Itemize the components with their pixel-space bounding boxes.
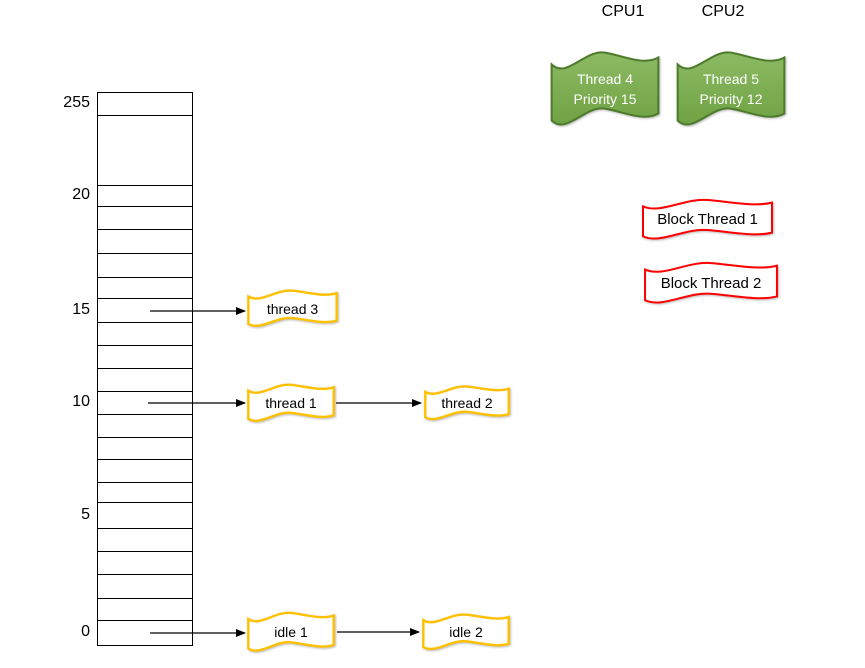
priority-row xyxy=(98,278,192,299)
priority-row xyxy=(98,552,192,575)
priority-row xyxy=(98,230,192,254)
priority-row xyxy=(98,599,192,621)
queue-node-label: thread 1 xyxy=(265,395,317,411)
priority-row xyxy=(98,186,192,207)
queue-node-label: idle 1 xyxy=(274,624,308,640)
running-thread-priority: Priority 15 xyxy=(573,91,637,107)
priority-row xyxy=(98,392,192,415)
blocked-thread-label: Block Thread 1 xyxy=(657,211,758,228)
priority-label-5: 5 xyxy=(81,506,90,523)
priority-row xyxy=(98,299,192,323)
priority-row xyxy=(98,460,192,483)
priority-row xyxy=(98,323,192,346)
priority-row xyxy=(98,415,192,438)
running-thread-cpu2: Thread 5 Priority 12 xyxy=(676,47,786,131)
blocked-thread-label: Block Thread 2 xyxy=(660,274,762,292)
priority-row xyxy=(98,529,192,552)
running-thread-label: Thread 4 Priority 15 xyxy=(550,47,660,131)
queue-node-label: idle 2 xyxy=(449,624,483,640)
priority-label-15: 15 xyxy=(72,301,90,318)
priority-row xyxy=(98,621,192,645)
priority-label-255: 255 xyxy=(63,94,90,111)
queue-node-thread3: thread 3 xyxy=(247,288,338,329)
blocked-thread-1: Block Thread 1 xyxy=(641,197,774,242)
queue-node-idle1: idle 1 xyxy=(247,610,335,654)
priority-row xyxy=(98,438,192,460)
priority-row xyxy=(98,207,192,230)
priority-row xyxy=(98,93,192,116)
cpu1-label: CPU1 xyxy=(601,3,645,20)
priority-row xyxy=(98,503,192,529)
queue-node-idle2: idle 2 xyxy=(422,612,510,652)
blocked-thread-2: Block Thread 2 xyxy=(643,260,779,306)
priority-row xyxy=(98,254,192,278)
priority-row xyxy=(98,116,192,186)
queue-node-label: thread 3 xyxy=(266,300,319,317)
priority-table xyxy=(97,92,193,646)
priority-row xyxy=(98,483,192,503)
running-thread-cpu1: Thread 4 Priority 15 xyxy=(550,47,660,131)
running-thread-priority: Priority 12 xyxy=(699,91,763,107)
priority-row xyxy=(98,369,192,392)
priority-row xyxy=(98,346,192,369)
queue-node-thread2: thread 2 xyxy=(424,384,510,422)
priority-label-20: 20 xyxy=(72,186,90,203)
queue-node-thread1: thread 1 xyxy=(247,382,335,424)
running-thread-name: Thread 4 xyxy=(576,71,634,87)
queue-node-label: thread 2 xyxy=(441,395,493,411)
priority-label-10: 10 xyxy=(72,393,90,410)
cpu2-label: CPU2 xyxy=(701,3,745,20)
priority-label-0: 0 xyxy=(81,623,90,640)
priority-row xyxy=(98,575,192,599)
running-thread-name: Thread 5 xyxy=(702,71,760,87)
running-thread-label: Thread 5 Priority 12 xyxy=(676,47,786,131)
